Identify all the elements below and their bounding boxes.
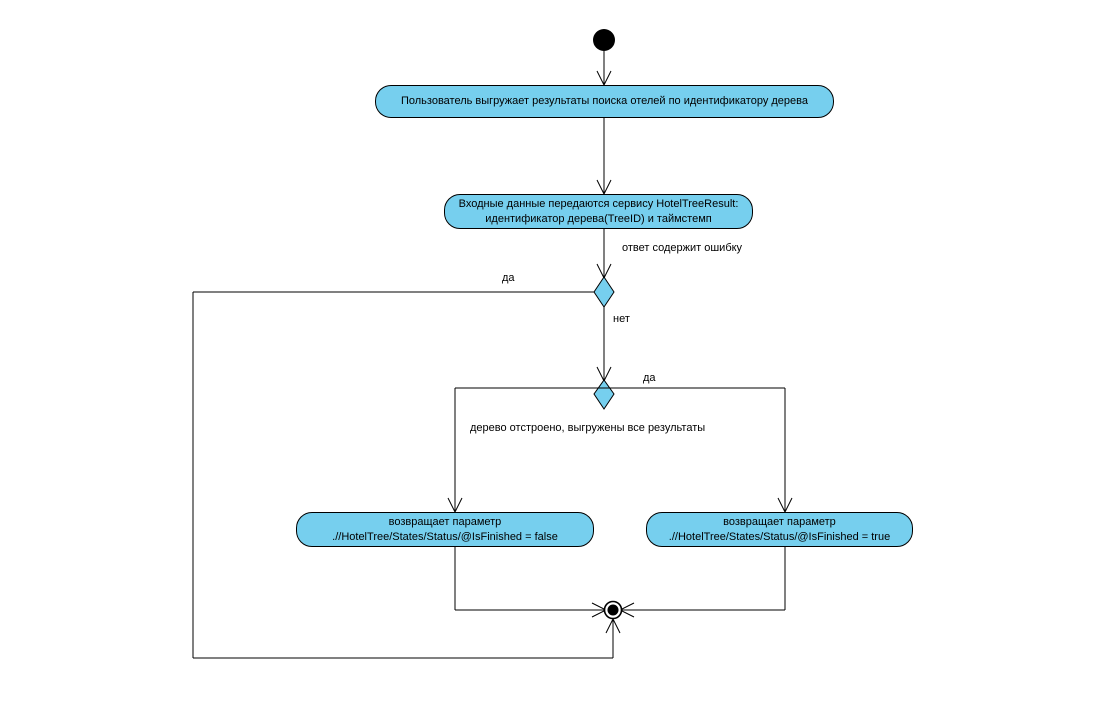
activity-node-upload-results-label: Пользователь выгружает результаты поиска… bbox=[400, 95, 808, 107]
initial-node bbox=[593, 29, 615, 51]
activity-node-send-input-data[interactable]: Входные данные передаются сервису HotelT… bbox=[444, 194, 753, 229]
edge-label-decision1-yes: да bbox=[502, 272, 515, 284]
activity-node-send-input-data-label: Входные данные передаются сервису HotelT… bbox=[458, 197, 739, 225]
activity-node-returns-isfinished-false[interactable]: возвращает параметр .//HotelTree/States/… bbox=[296, 512, 594, 547]
decision-node-2 bbox=[593, 379, 615, 410]
edge-label-decision1-no: нет bbox=[613, 313, 630, 325]
final-node-dot bbox=[607, 604, 619, 616]
activity-node-upload-results[interactable]: Пользователь выгружает результаты поиска… bbox=[375, 85, 834, 118]
edge-label-error-guard: ответ содержит ошибку bbox=[622, 242, 743, 254]
edge-label-decision2-yes: да bbox=[643, 372, 656, 384]
activity-node-returns-isfinished-true[interactable]: возвращает параметр .//HotelTree/States/… bbox=[646, 512, 913, 547]
activity-node-returns-isfinished-false-label: возвращает параметр .//HotelTree/States/… bbox=[332, 515, 558, 543]
activity-node-returns-isfinished-true-label: возвращает параметр .//HotelTree/States/… bbox=[668, 515, 891, 543]
edge-label-decision2-condition: дерево отстроено, выгружены все результа… bbox=[470, 422, 706, 434]
decision-node-1 bbox=[593, 276, 615, 308]
